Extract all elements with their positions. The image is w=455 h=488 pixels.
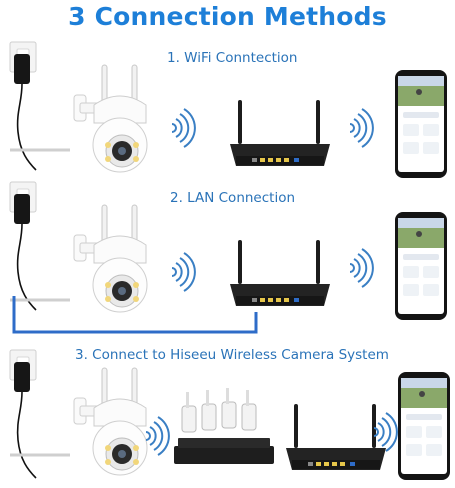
power-adapter-icon: [9, 181, 37, 311]
wifi-signal-icon: [171, 108, 196, 148]
method-1-label: 1. WiFi Conntection: [167, 50, 298, 66]
wifi-signal-icon: [373, 412, 398, 452]
method-3-label: 3. Connect to Hiseeu Wireless Camera Sys…: [75, 347, 389, 363]
ptz-camera-icon: [73, 204, 148, 313]
wifi-signal-icon: [145, 416, 170, 456]
wifi-signal-icon: [171, 252, 196, 292]
lan-cable: [12, 296, 258, 334]
nvr-kit-icon: [174, 388, 274, 464]
router-icon: [230, 240, 330, 306]
ptz-camera-icon: [73, 64, 148, 173]
router-icon: [230, 100, 330, 166]
smartphone-icon: [398, 372, 450, 480]
page-title: 3 Connection Methods: [68, 2, 387, 31]
router-icon: [286, 404, 386, 470]
smartphone-icon: [395, 212, 447, 320]
row-3-nvr: [9, 349, 450, 480]
power-adapter-icon: [9, 349, 37, 479]
row-2-lan: [9, 181, 447, 334]
ptz-camera-icon: [73, 367, 148, 476]
wifi-signal-icon: [349, 248, 374, 288]
smartphone-icon: [395, 70, 447, 178]
row-1-wifi: [9, 41, 447, 178]
method-2-label: 2. LAN Connection: [170, 190, 296, 206]
wifi-signal-icon: [349, 108, 374, 148]
